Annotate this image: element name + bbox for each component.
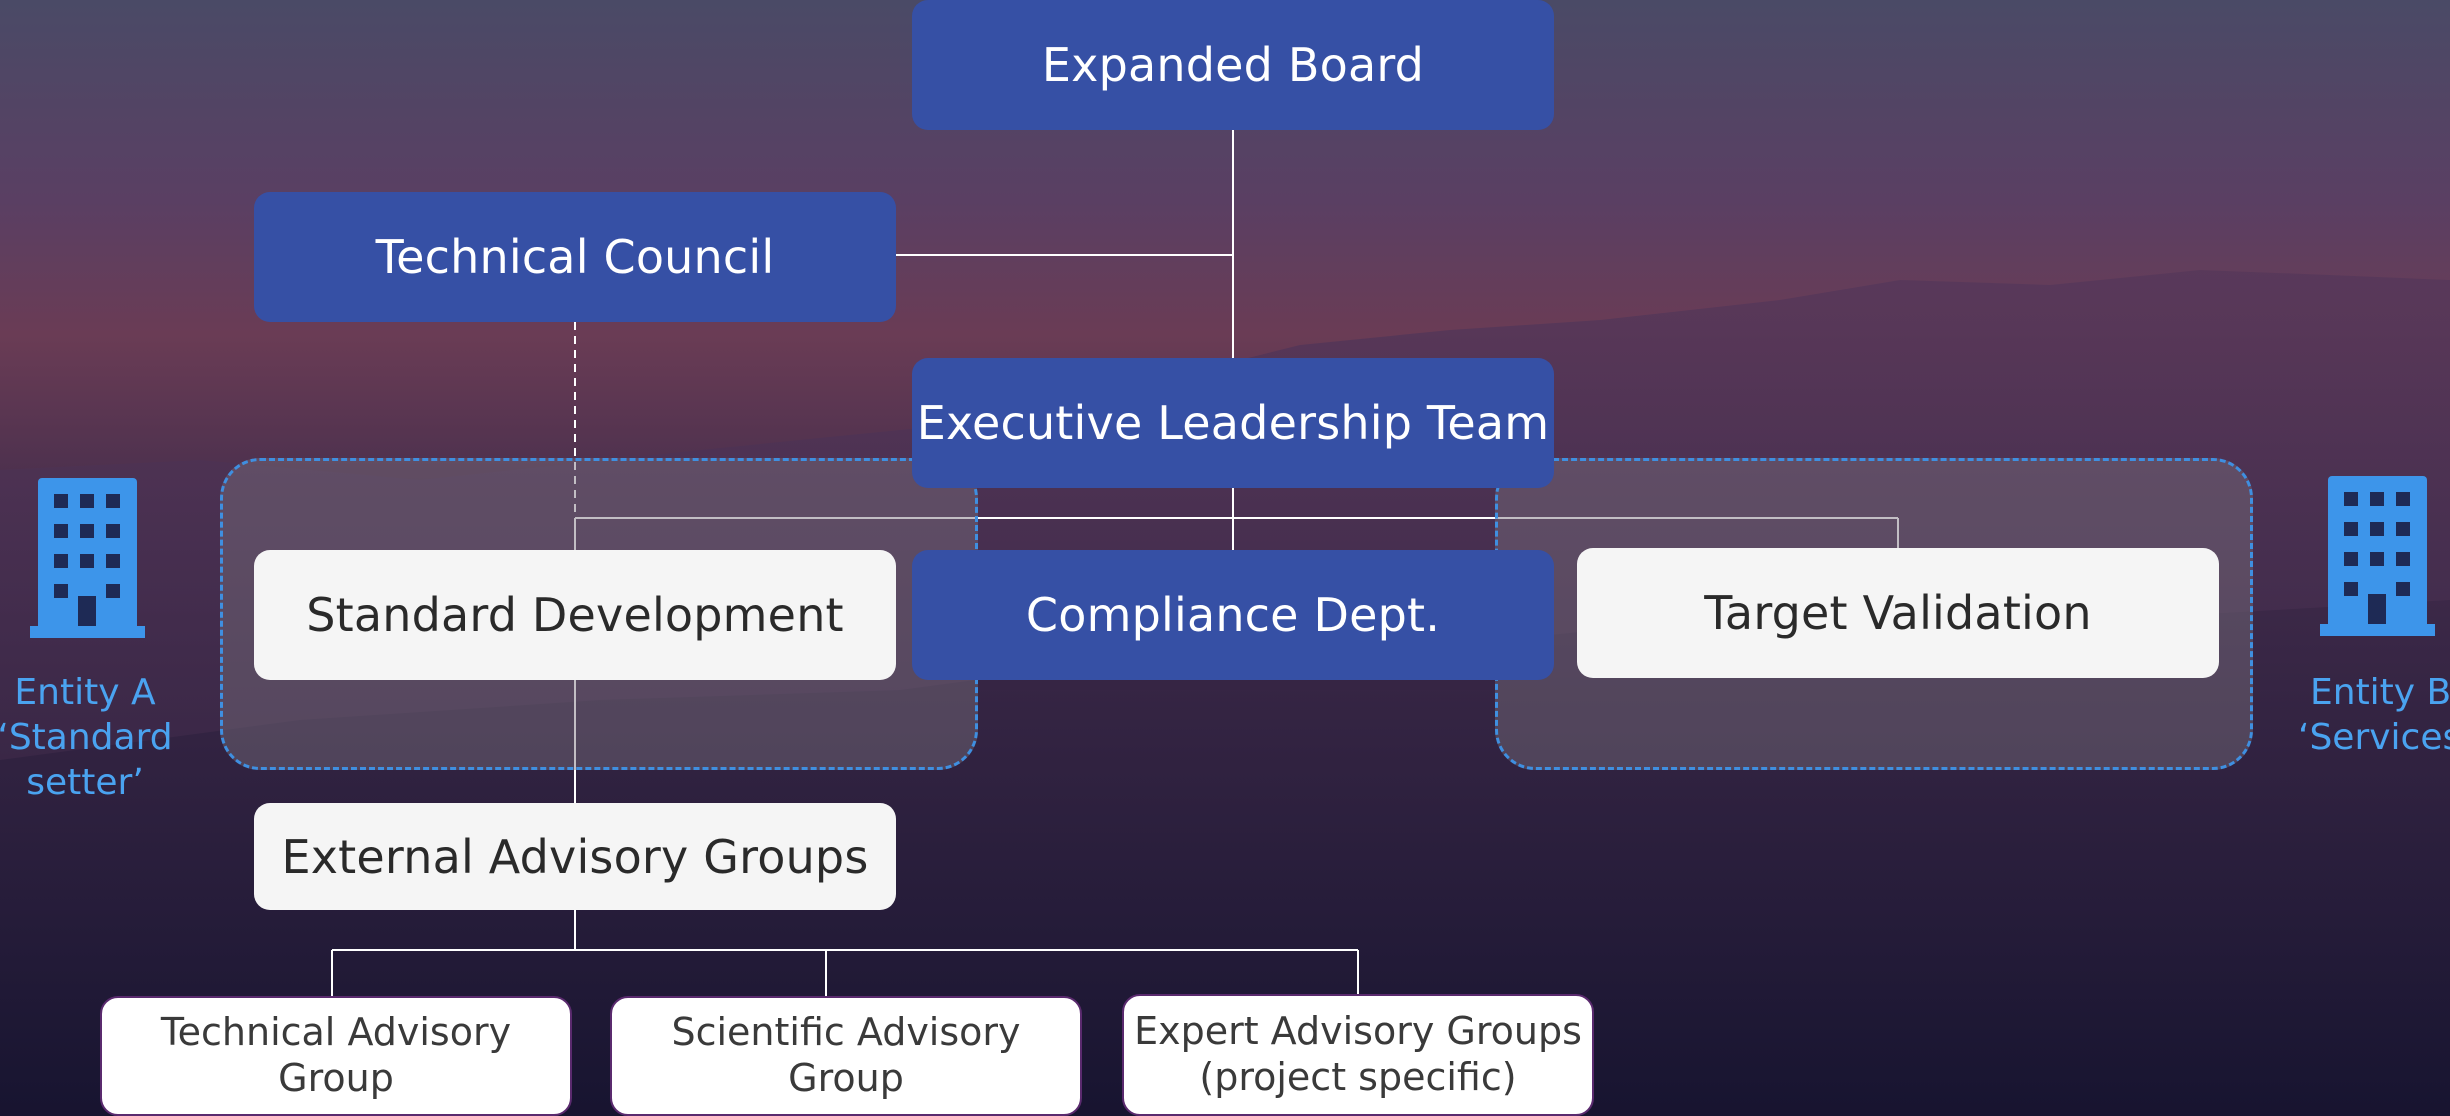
expanded-board-label: Expanded Board — [1041, 38, 1425, 92]
standard-development-label: Standard Development — [306, 588, 844, 642]
advisory-scientific-line1: Scientific Advisory — [671, 1010, 1021, 1055]
target-validation-box: Target Validation — [1577, 548, 2219, 678]
advisory-expert-line2: (project specific) — [1199, 1055, 1517, 1099]
entity-b-line1: Entity B — [2310, 672, 2450, 713]
building-icon — [2320, 476, 2435, 636]
advisory-technical-line2: Group — [278, 1056, 394, 1100]
building-icon — [30, 478, 145, 638]
advisory-box-expert: Expert Advisory Groups (project specific… — [1122, 994, 1594, 1116]
expanded-board-box: Expanded Board — [912, 0, 1554, 130]
connector-lines — [331, 130, 1899, 996]
standard-development-box: Standard Development — [254, 550, 896, 680]
executive-leadership-label: Executive Leadership Team — [916, 396, 1550, 450]
external-advisory-label: External Advisory Groups — [281, 829, 869, 884]
external-advisory-box: External Advisory Groups — [254, 803, 896, 910]
executive-leadership-box: Executive Leadership Team — [912, 358, 1554, 488]
advisory-technical-line1: Technical Advisory — [160, 1010, 512, 1055]
advisory-box-technical: Technical Advisory Group — [100, 996, 572, 1116]
advisory-expert-line1: Expert Advisory Groups — [1134, 1009, 1582, 1054]
entity-b-label: Entity B ‘Services’ — [2280, 670, 2450, 760]
entity-a-line3: setter’ — [26, 762, 144, 803]
entity-b-line2: ‘Services’ — [2298, 717, 2450, 758]
advisory-scientific-line2: Group — [788, 1056, 904, 1100]
technical-council-label: Technical Council — [375, 230, 775, 284]
advisory-box-scientific: Scientific Advisory Group — [610, 996, 1082, 1116]
entity-a-label: Entity A ‘Standard setter’ — [0, 670, 185, 805]
entity-a-line2: ‘Standard — [0, 717, 173, 758]
entity-a-line1: Entity A — [14, 672, 156, 713]
target-validation-label: Target Validation — [1704, 586, 2092, 640]
near-mountain — [0, 600, 2450, 1116]
compliance-dept-label: Compliance Dept. — [1025, 588, 1441, 642]
compliance-dept-box: Compliance Dept. — [912, 550, 1554, 680]
technical-council-box: Technical Council — [254, 192, 896, 322]
